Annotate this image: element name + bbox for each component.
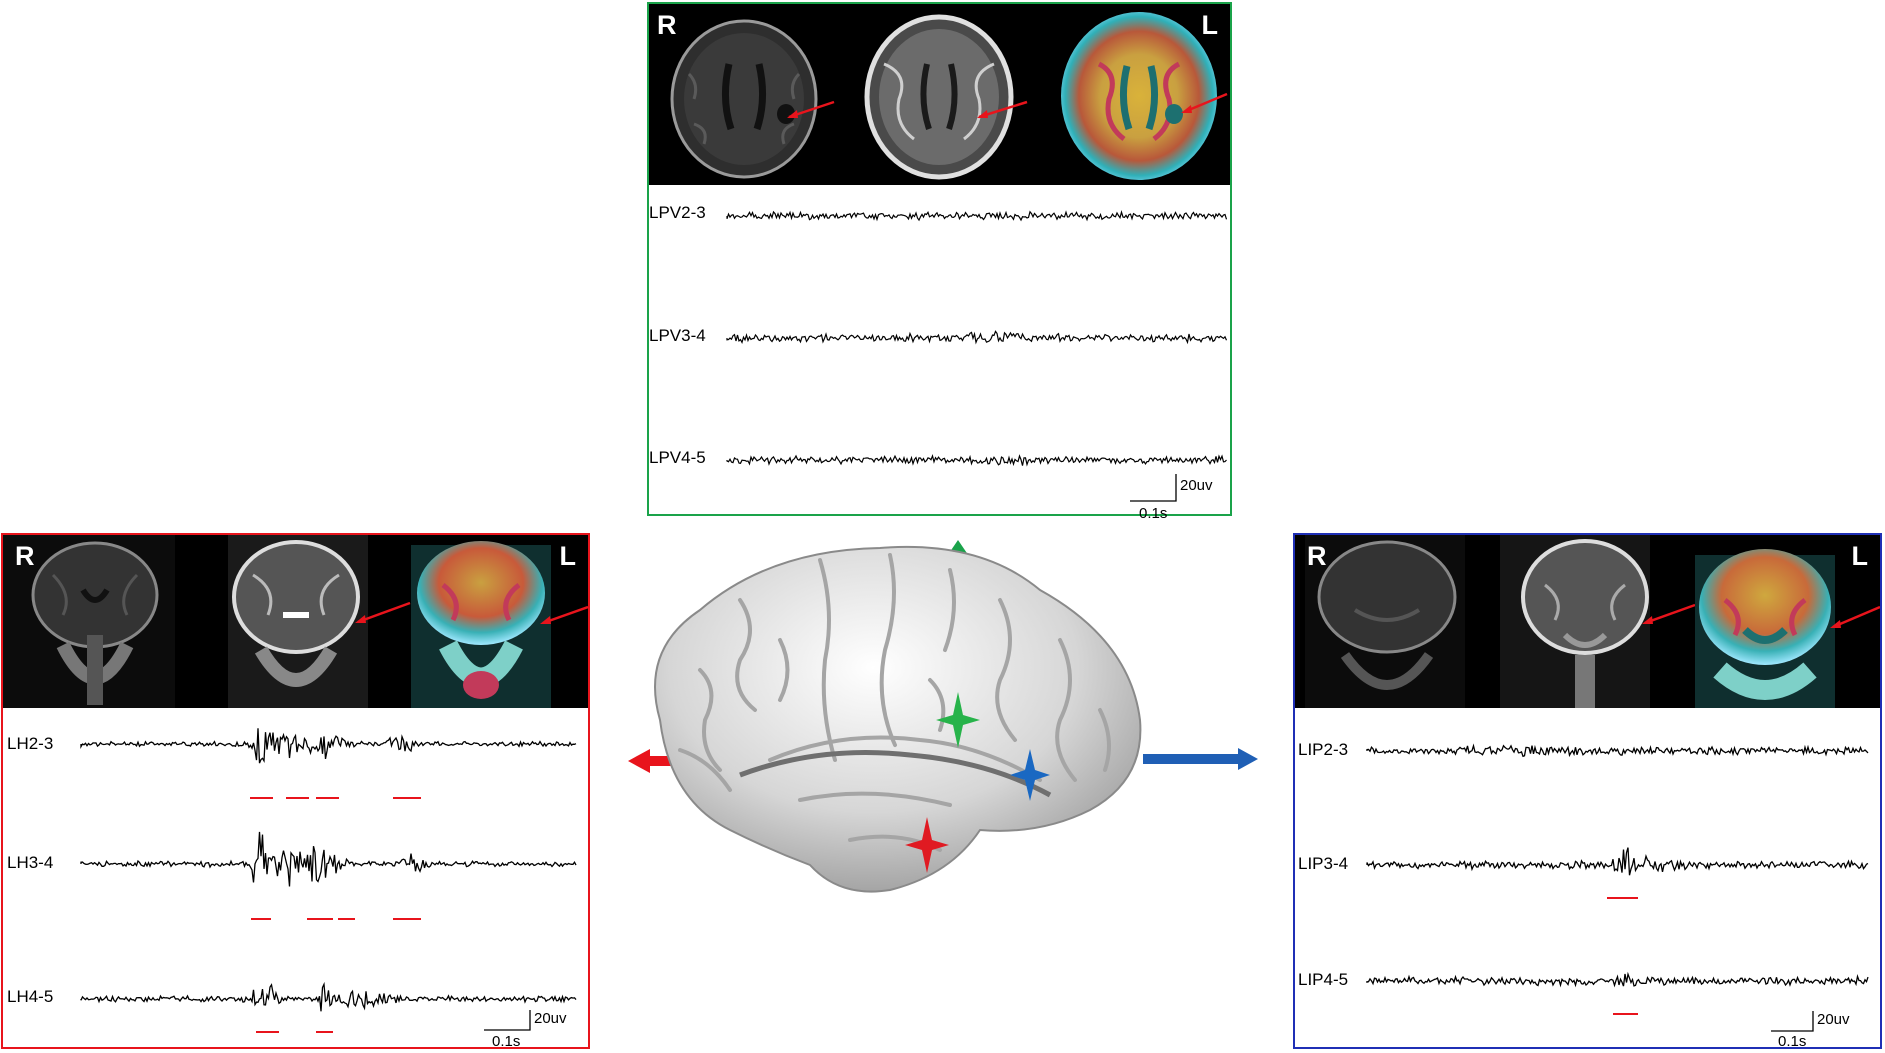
- channel-label: LPV2-3: [649, 203, 706, 222]
- scale-bar: [1130, 474, 1177, 502]
- scale-time-label: 0.1s: [1139, 505, 1167, 522]
- brain-lateral-view: [654, 545, 1142, 893]
- spike-highlights: [250, 797, 421, 1033]
- left-panel: R L LH2-3 LH3-4 LH4-5 20uv 0.1s: [1, 533, 590, 1050]
- right-arrow-blue: [1143, 748, 1258, 770]
- scale-bar: [1771, 1011, 1814, 1032]
- scale-amplitude-label: 20uv: [1817, 1011, 1850, 1028]
- right-side-marker: R: [15, 541, 35, 571]
- eeg-trace: [726, 210, 1228, 222]
- eeg-trace: [80, 728, 577, 764]
- eeg-trace: [80, 981, 577, 1012]
- left-side-marker: L: [1201, 10, 1219, 40]
- axial-flair-image: [670, 19, 835, 179]
- eeg-trace: [726, 330, 1228, 345]
- coronal-t1-image: [228, 535, 411, 708]
- green-star: [936, 692, 980, 748]
- left-side-marker: L: [1851, 541, 1869, 571]
- posterior-coronal-t1-image: [1500, 535, 1696, 708]
- channel-label: LIP2-3: [1298, 740, 1348, 759]
- sylvian-fissure: [739, 750, 1052, 798]
- posterior-coronal-flair-image: [1305, 535, 1465, 708]
- axial-t1-image: [864, 14, 1028, 180]
- blue-star: [1010, 749, 1050, 801]
- top-eeg-traces: LPV2-3 LPV3-4 LPV4-5 20uv 0.1s: [649, 203, 1228, 522]
- scale-bar: [484, 1010, 531, 1031]
- coronal-posterior-mri-images: [1305, 535, 1880, 708]
- channel-label: LPV3-4: [649, 326, 706, 345]
- right-side-marker: R: [1307, 541, 1327, 571]
- red-star: [905, 817, 949, 873]
- top-panel: R L LPV2-3 LPV3-4 LPV4-5 20uv 0.1s: [647, 2, 1232, 522]
- scale-time-label: 0.1s: [492, 1033, 520, 1050]
- right-side-marker: R: [657, 10, 677, 40]
- channel-label: LH3-4: [7, 853, 53, 872]
- channel-label: LH4-5: [7, 987, 53, 1006]
- coronal-mri-strip-left: R L: [3, 535, 588, 708]
- posterior-coronal-pet-fusion-image: [1695, 549, 1880, 708]
- coronal-mri-images: [3, 535, 588, 708]
- coronal-pet-fusion-image: [411, 541, 588, 708]
- brain-surface-image: [654, 545, 1142, 893]
- eeg-trace: [726, 453, 1227, 467]
- right-eeg-traces: LIP2-3 LIP3-4 LIP4-5 20uv 0.1s: [1298, 740, 1869, 1050]
- left-side-marker: L: [559, 541, 577, 571]
- eeg-trace: [80, 831, 577, 887]
- eeg-trace: [1366, 743, 1869, 758]
- channel-label: LH2-3: [7, 734, 53, 753]
- scale-amplitude-label: 20uv: [1180, 477, 1213, 494]
- axial-mri-strip: R L: [649, 4, 1230, 185]
- channel-label: LPV4-5: [649, 448, 706, 467]
- eeg-trace: [1366, 847, 1869, 876]
- scale-time-label: 0.1s: [1778, 1033, 1806, 1050]
- coronal-mri-strip-right: R L: [1295, 535, 1880, 708]
- axial-mri-images: [670, 12, 1228, 180]
- eeg-trace: [1366, 971, 1869, 988]
- axial-pet-fusion-image: [1061, 12, 1228, 180]
- spike-highlights: [1607, 897, 1638, 1015]
- channel-label: LIP3-4: [1298, 854, 1348, 873]
- left-eeg-traces: LH2-3 LH3-4 LH4-5 20uv 0.1s: [7, 728, 577, 1050]
- coronal-flair-image: [3, 535, 175, 708]
- right-panel: R L LIP2-3 LIP3-4 LIP4-5 20uv 0.1s: [1293, 533, 1882, 1050]
- scale-amplitude-label: 20uv: [534, 1010, 567, 1027]
- channel-label: LIP4-5: [1298, 970, 1348, 989]
